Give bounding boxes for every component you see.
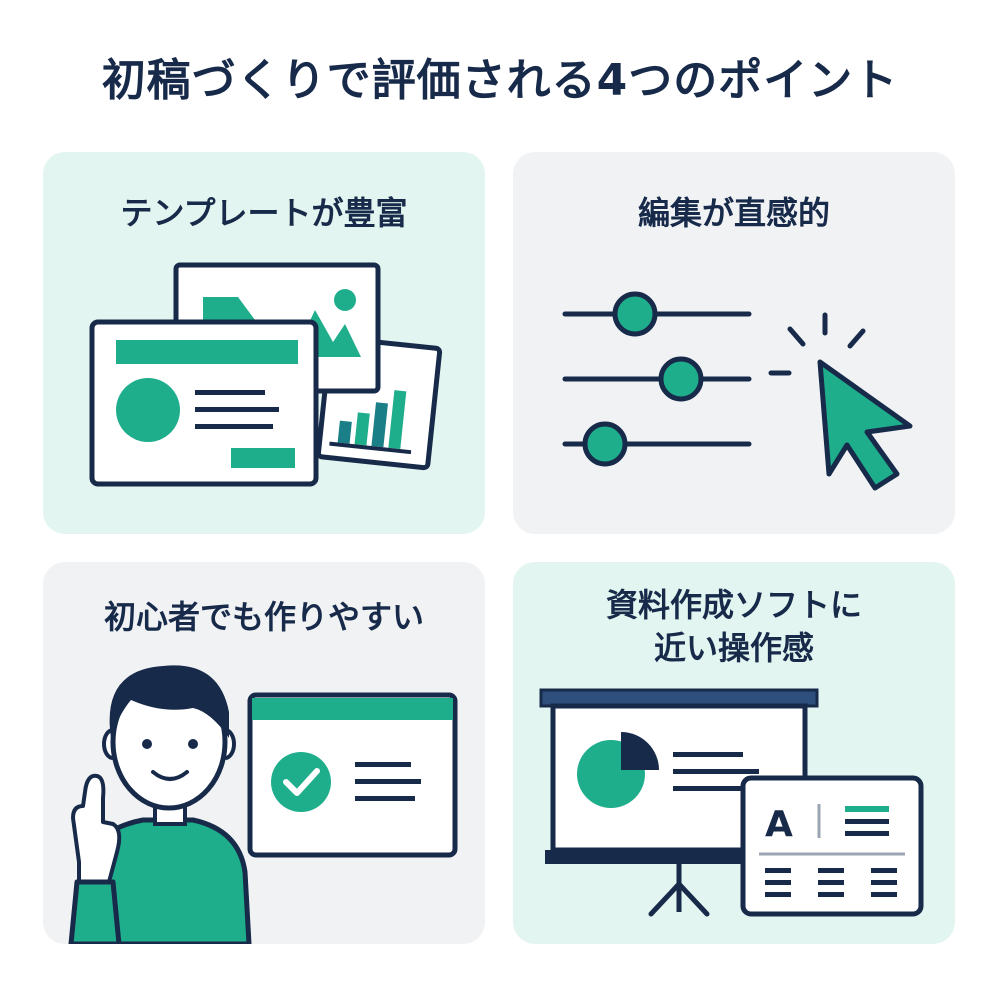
card-templates: テンプレートが豊富 <box>43 152 485 534</box>
beginner-person-icon <box>68 665 458 944</box>
card-title: 初心者でも作りやすい <box>103 598 424 636</box>
card-title: 編集が直感的 <box>637 194 830 232</box>
card-intuitive-editing: 編集が直感的 <box>513 152 955 534</box>
font-letter-mark: A <box>765 804 793 845</box>
card-beginner-friendly: 初心者でも作りやすい <box>43 562 485 944</box>
card-familiar-operation: 資料作成ソフトに 近い操作感 A <box>513 562 955 944</box>
presentation-screen-icon: A <box>539 688 924 917</box>
card-title-line: 資料作成ソフトに <box>605 586 862 624</box>
card-title: テンプレートが豊富 <box>120 194 408 232</box>
sliders-cursor-icon <box>562 291 913 491</box>
template-slides-icon <box>89 262 443 487</box>
card-title: 資料作成ソフトに 近い操作感 <box>513 584 955 670</box>
page-title: 初稿づくりで評価される4つのポイント <box>101 55 899 106</box>
card-title-line: 近い操作感 <box>653 629 814 668</box>
